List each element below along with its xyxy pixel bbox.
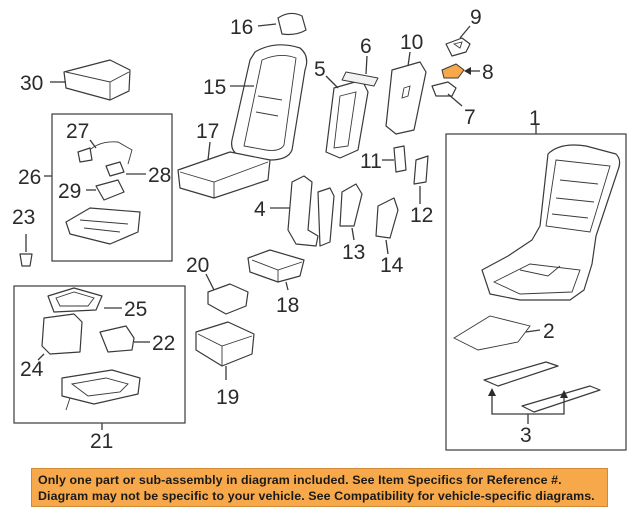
- label-part-13: 13: [342, 241, 365, 264]
- part-3-rails: [483, 361, 601, 413]
- label-part-16: 16: [230, 16, 253, 39]
- label-part-23: 23: [12, 206, 35, 229]
- part-1-seat-frame: [481, 144, 621, 301]
- label-part-9: 9: [470, 6, 482, 29]
- label-part-28: 28: [148, 164, 171, 187]
- part-29-bracket: [95, 179, 125, 201]
- label-part-20: 20: [186, 254, 209, 277]
- part-25-lid: [47, 287, 103, 313]
- label-part-25: 25: [124, 298, 147, 321]
- label-part-21: 21: [90, 430, 113, 453]
- label-part-30: 30: [20, 72, 43, 95]
- label-part-2: 2: [543, 320, 555, 343]
- label-part-6: 6: [360, 35, 372, 58]
- part-10-back-panel: [385, 61, 427, 135]
- label-part-17: 17: [196, 120, 219, 143]
- part-28-clip: [105, 161, 125, 177]
- part-23-bolt: [19, 234, 33, 267]
- label-part-15: 15: [203, 76, 226, 99]
- group-box-21: [13, 285, 186, 424]
- part-7-cover: [431, 81, 457, 97]
- label-part-4: 4: [254, 198, 266, 221]
- label-part-14: 14: [380, 254, 404, 277]
- part-8-cover-highlighted: [441, 63, 465, 79]
- part-24-bin: [41, 313, 83, 355]
- label-part-5: 5: [314, 58, 326, 81]
- label-part-27: 27: [66, 120, 89, 143]
- part-13-side-trim: [339, 183, 363, 227]
- part-6-clip: [341, 71, 379, 87]
- notice-line-2: Diagram may not be specific to your vehi…: [38, 489, 595, 503]
- notice-banner: Only one part or sub-assembly in diagram…: [31, 468, 608, 507]
- label-part-8: 8: [482, 61, 494, 84]
- label-part-10: 10: [400, 31, 423, 54]
- part-11-trim: [393, 145, 407, 173]
- label-part-1: 1: [529, 107, 541, 130]
- label-part-29: 29: [58, 180, 81, 203]
- label-part-11: 11: [360, 150, 382, 173]
- label-part-3: 3: [520, 424, 532, 447]
- label-part-26: 26: [18, 166, 41, 189]
- label-part-24: 24: [20, 358, 44, 381]
- part-21-console: [61, 369, 141, 411]
- label-part-18: 18: [276, 294, 299, 317]
- part-26-tray: [65, 207, 141, 245]
- part-18-armrest: [247, 249, 305, 283]
- part-27-wire: [77, 141, 133, 165]
- part-17-cushion: [177, 151, 271, 199]
- part-15-seatback: [231, 44, 308, 161]
- label-part-12: 12: [410, 204, 433, 227]
- label-part-22: 22: [152, 332, 175, 355]
- part-22-bracket: [99, 325, 135, 353]
- part-20-pad: [207, 283, 249, 315]
- label-part-7: 7: [464, 106, 476, 129]
- part-4-bolster-frame: [287, 175, 335, 247]
- part-16-headrest: [277, 12, 307, 36]
- part-12-trim: [413, 155, 429, 185]
- part-5-back-frame: [325, 79, 369, 159]
- part-19-pad: [195, 321, 255, 367]
- part-9-latch: [445, 37, 471, 57]
- group-box-26: [51, 113, 173, 262]
- part-14-side-trim: [375, 197, 399, 239]
- part-30-pad: [63, 59, 131, 101]
- part-2-wire-frame: [453, 315, 531, 351]
- label-part-19: 19: [216, 386, 239, 409]
- notice-line-1: Only one part or sub-assembly in diagram…: [38, 473, 562, 487]
